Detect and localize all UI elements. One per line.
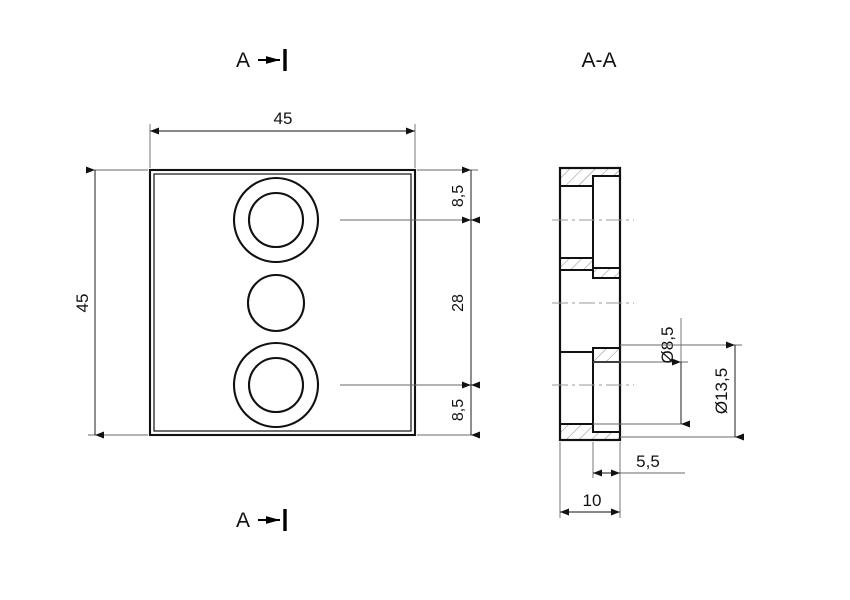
section-material-hatch (560, 168, 620, 440)
plate-outline (148, 168, 417, 437)
plate-inner-edge-line (153, 173, 412, 432)
section-centerlines (552, 219, 634, 386)
dim-text-center-spacing: 28 (450, 294, 467, 312)
dim-text-front-width: 45 (274, 109, 293, 128)
dim-text-bottom-offset: 8,5 (450, 399, 467, 421)
dimension-counterbore-depth: 5,5 (592, 442, 685, 478)
hole-top (232, 176, 320, 264)
dimension-bore-small: Ø8,5 (593, 318, 690, 428)
section-marker-bottom: A (236, 509, 287, 532)
dimension-front-height: 45 (73, 166, 148, 439)
dimension-stack-right: 8,5 28 8,5 (340, 166, 480, 439)
dimension-front-width: 45 (149, 109, 416, 168)
dim-text-thickness: 10 (583, 491, 602, 510)
hole-middle-circle (246, 273, 306, 333)
section-marker-bottom-letter: A (236, 509, 250, 532)
hole-middle (246, 273, 306, 333)
hole-bottom-inner-circle (247, 356, 305, 414)
section-hole-bottom-profile (560, 351, 620, 433)
section-marker-top-letter: A (236, 49, 250, 72)
section-view (552, 166, 634, 442)
dim-text-bore-large: Ø13,5 (712, 368, 731, 414)
hole-bottom-outer-circle (232, 341, 320, 429)
hole-top-inner-circle (247, 191, 305, 249)
dimension-bore-large: Ø13,5 (620, 341, 744, 441)
section-body-outline (558, 166, 622, 442)
dim-text-top-offset: 8,5 (450, 185, 467, 207)
section-marker-top: A (236, 49, 287, 72)
section-hole-middle-profile (560, 269, 620, 353)
section-view-title: A-A (581, 49, 616, 72)
dim-text-counterbore-depth: 5,5 (636, 452, 660, 471)
hole-bottom (232, 341, 320, 429)
hole-top-outer-circle (232, 176, 320, 264)
dimension-thickness: 10 (559, 442, 621, 518)
dim-text-front-height: 45 (73, 294, 92, 313)
section-hole-top-profile (560, 175, 620, 269)
front-view (148, 168, 417, 437)
